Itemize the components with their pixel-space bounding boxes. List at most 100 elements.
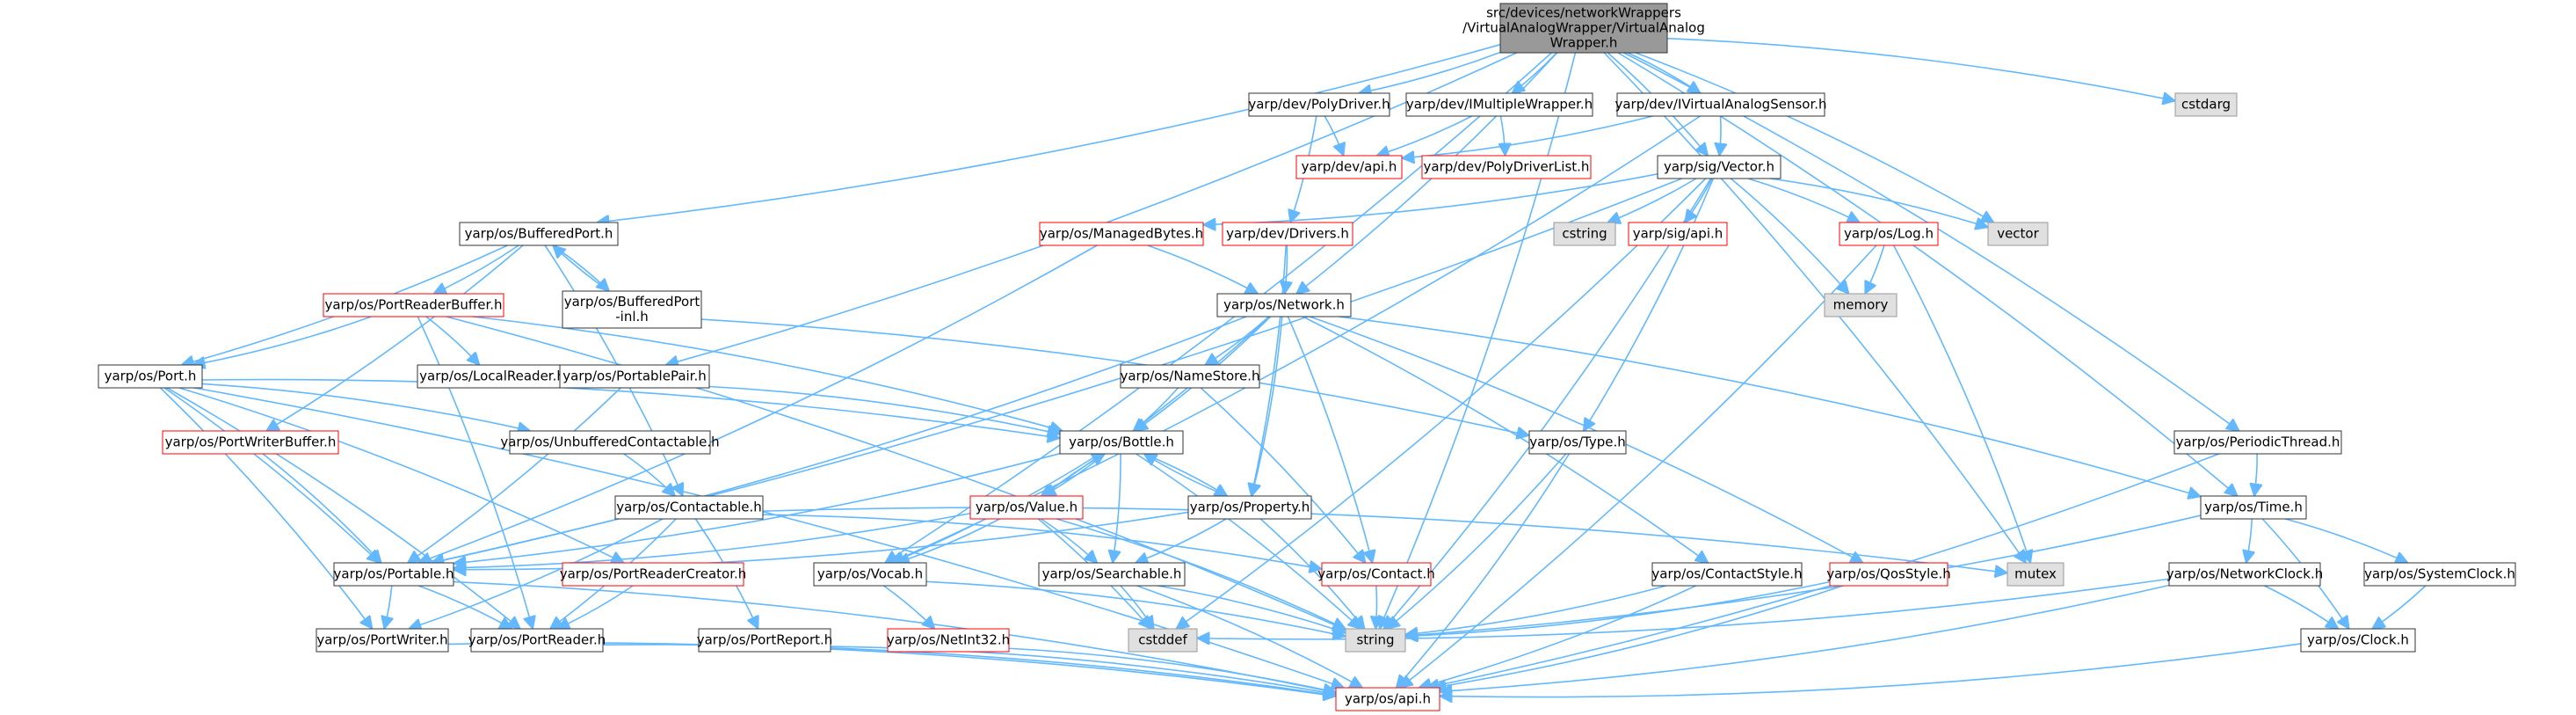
node-label-portable: yarp/os/Portable.h (334, 566, 454, 582)
edge-systemclock-to-clock (2372, 585, 2427, 629)
node-contactstyle[interactable]: yarp/os/ContactStyle.h (1651, 562, 1803, 587)
node-port[interactable]: yarp/os/Port.h (98, 364, 203, 389)
edge-netint32-to-osapi (1008, 647, 1336, 692)
node-drivers[interactable]: yarp/dev/Drivers.h (1222, 222, 1353, 246)
node-cstring: cstring (1553, 222, 1616, 246)
node-label-portwriter: yarp/os/PortWriter.h (316, 632, 447, 648)
node-portablepair[interactable]: yarp/os/PortablePair.h (559, 364, 710, 389)
node-label-value: yarp/os/Value.h (976, 500, 1078, 515)
node-label-vector: vector (1997, 226, 2039, 242)
node-box-network (1216, 293, 1352, 317)
node-log[interactable]: yarp/os/Log.h (1839, 222, 1939, 246)
node-label-contactstyle: yarp/os/ContactStyle.h (1651, 566, 1802, 582)
node-portreport[interactable]: yarp/os/PortReport.h (697, 628, 833, 653)
node-periodicthread[interactable]: yarp/os/PeriodicThread.h (2173, 430, 2342, 455)
node-box-drivers (1222, 222, 1353, 246)
edge-network-to-property (1252, 316, 1283, 496)
node-box-polydriver (1248, 92, 1390, 117)
edge-portablepair-to-portable (408, 387, 621, 563)
node-box-sigapi (1628, 222, 1728, 246)
node-networkclock[interactable]: yarp/os/NetworkClock.h (2166, 562, 2324, 587)
edge-portwriterbuffer-to-portable (262, 453, 381, 563)
edge-root-to-string (1379, 52, 1577, 629)
node-bottle[interactable]: yarp/os/Bottle.h (1059, 430, 1184, 455)
edge-sigvector-to-sigapi (1685, 178, 1713, 223)
node-bufferedport[interactable]: yarp/os/BufferedPort.h (459, 222, 619, 246)
node-network[interactable]: yarp/os/Network.h (1216, 293, 1352, 317)
node-box-namestore (1120, 364, 1260, 389)
node-imultiple[interactable]: yarp/dev/IMultipleWrapper.h (1405, 92, 1593, 117)
edge-log-to-memory (1865, 244, 1885, 294)
node-portreader[interactable]: yarp/os/PortReader.h (468, 628, 606, 653)
node-label-portreadercreator: yarp/os/PortReaderCreator.h (560, 566, 747, 582)
edge-root-to-bufferedport (597, 43, 1501, 223)
node-polydriverlist[interactable]: yarp/dev/PolyDriverList.h (1421, 155, 1592, 179)
edge-portreaderbuffer-to-localreader (425, 316, 480, 365)
node-searchable[interactable]: yarp/os/Searchable.h (1038, 562, 1186, 587)
node-label-string: string (1356, 632, 1394, 648)
edge-port-to-unbuffered (201, 383, 530, 431)
node-namestore[interactable]: yarp/os/NameStore.h (1120, 364, 1260, 389)
node-label-type: yarp/os/Type.h (1529, 434, 1626, 450)
node-managedbytes[interactable]: yarp/os/ManagedBytes.h (1039, 222, 1204, 246)
edge-contactstyle-to-osapi (1419, 585, 1696, 688)
node-portreadercreator[interactable]: yarp/os/PortReaderCreator.h (560, 562, 747, 587)
edge-vocab-to-netint32 (882, 585, 934, 629)
node-label-bufferedport: yarp/os/BufferedPort.h (465, 226, 613, 242)
edge-drivers-to-network (1285, 244, 1288, 294)
node-bufferedportinl[interactable]: yarp/os/BufferedPort-inl.h (562, 290, 702, 329)
node-cstdarg: cstdarg (2174, 92, 2238, 117)
node-label-sigapi: yarp/sig/api.h (1633, 226, 1723, 242)
node-box-portwriter (316, 628, 449, 653)
node-type[interactable]: yarp/os/Type.h (1528, 430, 1627, 455)
node-contact[interactable]: yarp/os/Contact.h (1317, 562, 1435, 587)
node-sigvector[interactable]: yarp/sig/Vector.h (1657, 155, 1781, 179)
node-unbuffered[interactable]: yarp/os/UnbufferedContactable.h (500, 430, 720, 455)
edge-contactable-to-contact (762, 514, 1322, 569)
edge-value-to-portable (454, 512, 971, 568)
node-box-contactstyle (1651, 562, 1803, 587)
nodes-layer: src/devices/networkWrappers/VirtualAnalo… (98, 3, 2516, 711)
edge-networkclock-to-osapi (1440, 584, 2170, 692)
node-portable[interactable]: yarp/os/Portable.h (333, 562, 454, 587)
node-mutex: mutex (2006, 562, 2064, 587)
edge-portable-to-portreader (417, 585, 512, 629)
node-localreader[interactable]: yarp/os/LocalReader.h (417, 364, 568, 389)
node-box-root (1499, 3, 1668, 54)
edge-sigvector-to-string (1383, 178, 1712, 629)
node-label-qosstyle: yarp/os/QosStyle.h (1826, 566, 1951, 582)
node-portreaderbuffer[interactable]: yarp/os/PortReaderBuffer.h (323, 293, 504, 317)
edge-type-to-string (1387, 453, 1567, 629)
edge-port-to-portreadercreator (178, 387, 624, 563)
edge-root-to-polydriver (1359, 51, 1501, 93)
node-sigapi[interactable]: yarp/sig/api.h (1628, 222, 1728, 246)
edge-property-to-portable (454, 511, 1189, 569)
node-contactable[interactable]: yarp/os/Contactable.h (614, 495, 764, 520)
node-systemclock[interactable]: yarp/os/SystemClock.h (2363, 562, 2516, 587)
node-vocab[interactable]: yarp/os/Vocab.h (813, 562, 927, 587)
node-label-cstring: cstring (1562, 226, 1607, 242)
edge-value-to-bottle (1042, 454, 1105, 497)
node-osapi[interactable]: yarp/os/api.h (1335, 687, 1440, 711)
node-netint32[interactable]: yarp/os/NetInt32.h (887, 628, 1010, 653)
node-polydriver[interactable]: yarp/dev/PolyDriver.h (1248, 92, 1390, 117)
edge-periodicthread-to-time (2254, 453, 2257, 496)
node-portwriter[interactable]: yarp/os/PortWriter.h (316, 628, 449, 653)
node-property[interactable]: yarp/os/Property.h (1187, 495, 1312, 520)
node-box-portreaderbuffer (323, 293, 504, 317)
node-time[interactable]: yarp/os/Time.h (2200, 495, 2307, 520)
node-ivirtual[interactable]: yarp/dev/IVirtualAnalogSensor.h (1615, 92, 1827, 117)
node-portwriterbuffer[interactable]: yarp/os/PortWriterBuffer.h (162, 430, 339, 455)
node-value[interactable]: yarp/os/Value.h (969, 495, 1084, 520)
node-label-clock: yarp/os/Clock.h (2307, 632, 2409, 648)
node-qosstyle[interactable]: yarp/os/QosStyle.h (1826, 562, 1951, 587)
node-box-polydriverlist (1421, 155, 1592, 179)
node-clock[interactable]: yarp/os/Clock.h (2300, 628, 2416, 653)
edge-portreaderbuffer-to-bottle (472, 316, 1063, 431)
edge-root-to-vector (1635, 52, 1993, 223)
node-devapi[interactable]: yarp/dev/api.h (1295, 155, 1403, 179)
edge-network-to-time (1339, 316, 2201, 496)
node-label-sigvector: yarp/sig/Vector.h (1664, 159, 1774, 175)
node-label-bottle: yarp/os/Bottle.h (1069, 434, 1174, 450)
node-label-mutex: mutex (2014, 566, 2057, 582)
